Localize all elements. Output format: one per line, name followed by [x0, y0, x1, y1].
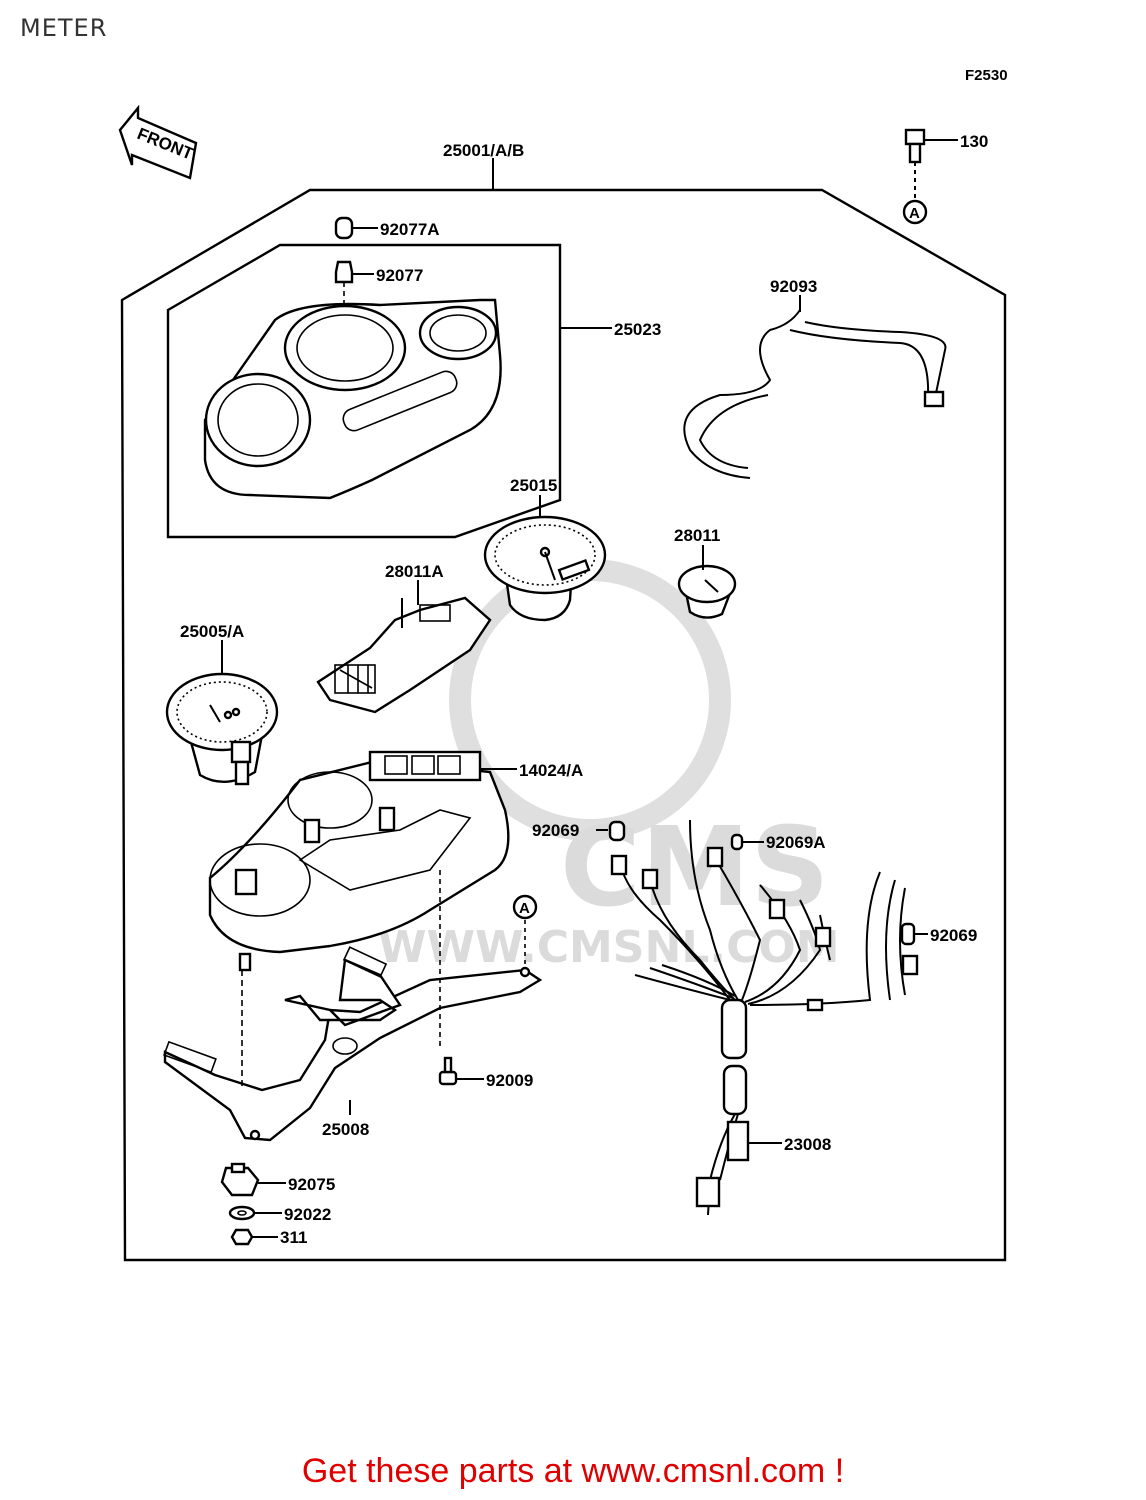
grommet-92075-icon: [220, 1162, 286, 1197]
meter-case-14024: [208, 750, 517, 972]
footer-promo-link[interactable]: Get these parts at www.cmsnl.com !: [0, 1452, 1146, 1491]
assembly-frame: [120, 188, 1007, 1262]
watermark-url: WWW.CMSNL.COM: [378, 922, 840, 973]
nut-311-icon: [230, 1228, 278, 1246]
cap-92077a-icon: [334, 216, 378, 240]
part-label-130[interactable]: 130: [960, 132, 988, 151]
part-label-311[interactable]: 311: [280, 1228, 307, 1247]
bulb-92069-icon: [596, 820, 626, 842]
seal-92093: [683, 295, 947, 479]
part-label-92069-b[interactable]: 92069: [930, 926, 977, 945]
part-label-23008[interactable]: 23008: [784, 1135, 831, 1154]
part-label-92009[interactable]: 92009: [486, 1071, 533, 1090]
part-label-28011[interactable]: 28011: [674, 526, 720, 545]
cover-subframe: [166, 243, 562, 539]
page-title: METER: [20, 14, 108, 42]
meter-25005: [165, 640, 279, 786]
part-label-92077[interactable]: 92077: [376, 266, 423, 285]
exploded-parts-diagram: CMS WWW.CMSNL.COM F2530 FRONT 25001/A/B …: [118, 67, 1008, 1262]
bulb-92069a-icon: [730, 833, 764, 851]
indicator-28011a: [316, 580, 492, 714]
part-label-92093[interactable]: 92093: [770, 277, 817, 296]
part-label-25005[interactable]: 25005/A: [180, 622, 244, 641]
bracket-25008: A: [163, 870, 543, 1142]
meter-28011: [677, 545, 737, 619]
watermark: CMS WWW.CMSNL.COM: [378, 559, 840, 973]
part-label-92075[interactable]: 92075: [288, 1175, 335, 1194]
part-label-92022[interactable]: 92022: [284, 1205, 331, 1224]
meter-25015: [483, 495, 607, 622]
bolt-130: A: [902, 128, 958, 225]
wiring-harness-23008: [610, 819, 919, 1216]
part-label-92077A[interactable]: 92077A: [380, 220, 440, 239]
ref-marker-a-bracket: A: [519, 900, 530, 917]
watermark-brand: CMS: [560, 803, 829, 931]
ref-marker-a-top: A: [909, 205, 920, 222]
part-label-25023[interactable]: 25023: [614, 320, 661, 339]
part-label-92069-a[interactable]: 92069: [532, 821, 579, 840]
meter-cover-housing: [203, 298, 502, 500]
part-label-28011A[interactable]: 28011A: [385, 562, 444, 581]
part-label-14024[interactable]: 14024/A: [519, 761, 583, 780]
part-label-25008[interactable]: 25008: [322, 1120, 369, 1139]
part-label-25015[interactable]: 25015: [510, 476, 557, 495]
part-label-25001[interactable]: 25001/A/B: [443, 141, 524, 160]
washer-92022-icon: [228, 1205, 282, 1221]
footer-link-text[interactable]: Get these parts at www.cmsnl.com !: [301, 1452, 845, 1490]
bulb-92069-side-icon: [900, 922, 928, 946]
front-arrow-icon: FRONT: [118, 104, 198, 180]
screw-92009-icon: [438, 1056, 484, 1086]
figure-code: F2530: [965, 67, 1008, 84]
part-label-92069A[interactable]: 92069A: [766, 833, 826, 852]
